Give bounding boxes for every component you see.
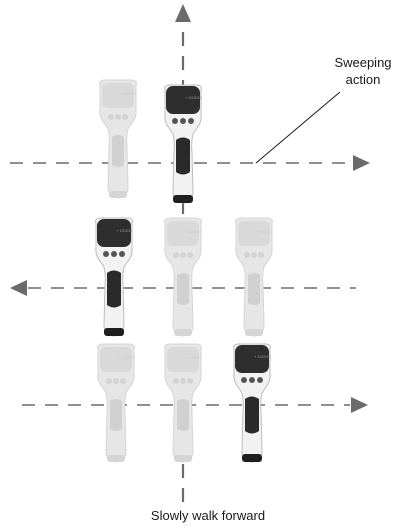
scanner-row3-pos3-highlighted [233,343,273,463]
scanner-row2-pos1-highlighted [95,217,135,337]
scanner-row1-pos1 [99,79,139,199]
sweeping-action-leader-line [255,91,341,164]
walk-forward-caption: Slowly walk forward [150,508,266,523]
scanner-row2-pos3 [235,217,275,337]
row1-arrowhead-right [353,155,370,171]
walk-arrowhead-up [175,4,191,22]
scanner-row3-pos1 [97,343,137,463]
scanner-row2-pos2 [164,217,204,337]
scanner-row1-pos2-highlighted [164,84,204,204]
sweeping-action-label-line1: Sweeping [334,55,392,70]
scanner-row3-pos2 [164,343,204,463]
row3-arrowhead-right [351,397,368,413]
sweeping-action-label-line2: action [345,72,381,87]
row2-arrowhead-left [10,280,27,296]
